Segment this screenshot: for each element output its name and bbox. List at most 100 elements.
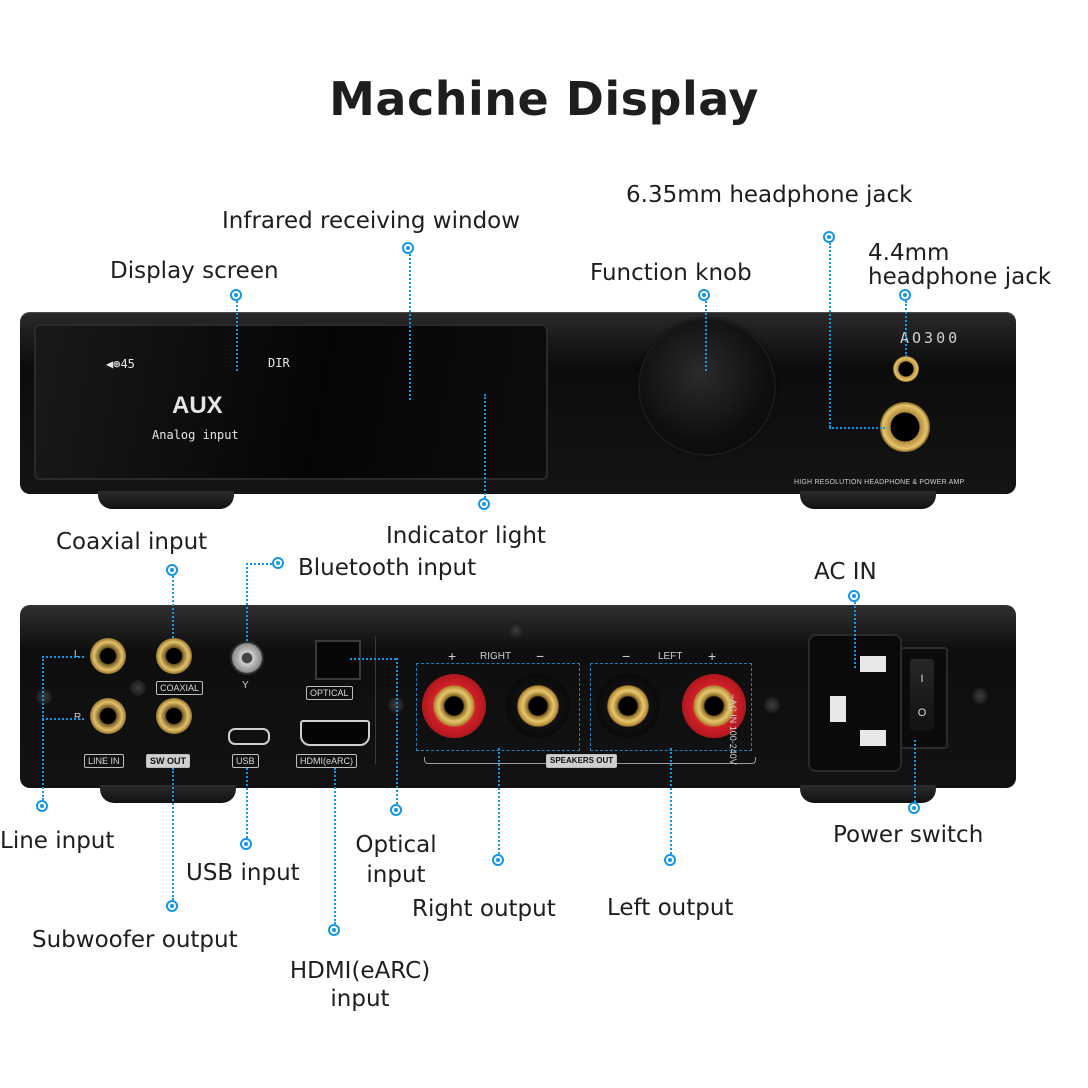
screen-subtitle: Analog input <box>152 428 239 442</box>
port-label-sw-out: SW OUT <box>146 754 190 768</box>
rear-foot-right <box>800 785 936 803</box>
label-indicator: Indicator light <box>386 523 546 549</box>
port-label-coaxial: COAXIAL <box>156 681 204 695</box>
dot-optical <box>390 804 402 816</box>
terminal-left-positive <box>682 674 746 738</box>
label-ac-in: AC IN <box>814 559 877 585</box>
leader-infrared <box>409 254 411 400</box>
ac-pin-bottom <box>860 730 886 746</box>
label-hdmi-line2: input <box>330 986 390 1012</box>
rca-line-in-r <box>90 698 126 734</box>
device-tagline: HIGH RESOLUTION HEADPHONE & POWER AMP <box>794 479 965 486</box>
rear-foot-left <box>100 785 236 803</box>
dot-ac-in <box>848 590 860 602</box>
hdmi-port <box>300 720 370 746</box>
leader-usb <box>246 768 248 838</box>
dot-line <box>36 800 48 812</box>
screen-source: AUX <box>172 392 223 419</box>
dot-left-out <box>664 854 676 866</box>
jack-6-35mm <box>880 402 930 452</box>
port-label-optical: OPTICAL <box>306 686 353 700</box>
leader-right-out <box>498 748 500 854</box>
label-jack-44-line1: 4.4mm <box>868 240 950 266</box>
right-minus: − <box>536 648 545 664</box>
display-screen <box>34 324 548 480</box>
leader-indicator <box>484 394 486 498</box>
leader-optical-v <box>396 658 398 804</box>
leader-jack-635-v <box>829 243 831 427</box>
label-coaxial: Coaxial input <box>56 529 208 555</box>
leader-power <box>914 740 916 802</box>
leader-bluetooth-v <box>246 563 248 641</box>
front-foot-left <box>98 491 234 509</box>
leader-knob <box>705 301 707 371</box>
dot-infrared <box>402 242 414 254</box>
leader-jack-44 <box>905 301 907 357</box>
leader-bluetooth-h <box>246 563 272 565</box>
leader-subwoofer <box>172 768 174 900</box>
screw-mid-right <box>764 697 780 713</box>
dot-hdmi <box>328 924 340 936</box>
label-subwoofer: Subwoofer output <box>32 927 238 953</box>
usb-c-port <box>228 728 270 745</box>
dot-subwoofer <box>166 900 178 912</box>
port-label-hdmi: HDMI(eARC) <box>296 754 357 768</box>
power-rocker[interactable]: I O <box>910 659 934 731</box>
jack-4-4mm <box>893 356 919 382</box>
dot-display <box>230 289 242 301</box>
left-label: LEFT <box>658 651 683 662</box>
label-hdmi-line1: HDMI(eARC) <box>289 958 431 984</box>
page-title: Machine Display <box>329 72 759 126</box>
rca-coaxial <box>156 638 192 674</box>
leader-left-out <box>670 748 672 854</box>
terminal-right-negative <box>506 674 570 738</box>
label-line: Line input <box>0 828 115 854</box>
channel-l: L <box>74 649 80 660</box>
dot-bluetooth <box>272 557 284 569</box>
ac-pin-earth <box>830 696 846 722</box>
label-bluetooth: Bluetooth input <box>298 555 477 581</box>
left-minus: − <box>622 648 631 664</box>
label-right-out: Right output <box>412 896 556 922</box>
label-optical-line2: input <box>366 862 426 888</box>
leader-line-l <box>42 656 84 658</box>
antenna-symbol: Y <box>242 680 249 691</box>
screw-left <box>36 689 52 705</box>
switch-off-mark: O <box>917 707 927 719</box>
dot-usb <box>240 838 252 850</box>
front-foot-right <box>800 491 936 509</box>
port-label-usb: USB <box>232 754 259 768</box>
leader-display <box>236 301 238 371</box>
switch-on-mark: I <box>920 673 924 685</box>
port-label-line-in: LINE IN <box>84 754 124 768</box>
rca-line-in-l <box>90 638 126 674</box>
screen-volume: ◀⊛45 <box>106 357 135 371</box>
optical-port <box>315 640 361 680</box>
leader-jack-635-h <box>829 427 885 429</box>
label-usb: USB input <box>186 860 300 886</box>
dot-power <box>908 802 920 814</box>
dot-jack-635 <box>823 231 835 243</box>
label-knob: Function knob <box>590 260 752 286</box>
dot-right-out <box>492 854 504 866</box>
terminal-left-negative <box>596 674 660 738</box>
screw-right <box>972 688 988 704</box>
label-jack-635: 6.35mm headphone jack <box>626 182 913 208</box>
dot-coaxial <box>166 564 178 576</box>
leader-optical-h <box>350 658 396 660</box>
label-display: Display screen <box>110 258 279 284</box>
leader-coaxial <box>172 576 174 638</box>
ground-post <box>130 680 146 696</box>
brand-logo: AO300 <box>900 329 961 347</box>
label-infrared: Infrared receiving window <box>222 208 521 234</box>
dot-indicator <box>478 498 490 510</box>
power-switch[interactable]: I O <box>900 647 948 749</box>
screw-top <box>508 622 524 638</box>
rca-sw-out <box>156 698 192 734</box>
function-knob[interactable] <box>640 320 774 454</box>
left-plus: + <box>708 648 717 664</box>
dot-jack-44 <box>899 289 911 301</box>
label-jack-44-line2: headphone jack <box>868 264 1052 290</box>
port-label-speakers-out: SPEAKERS OUT <box>546 754 618 768</box>
